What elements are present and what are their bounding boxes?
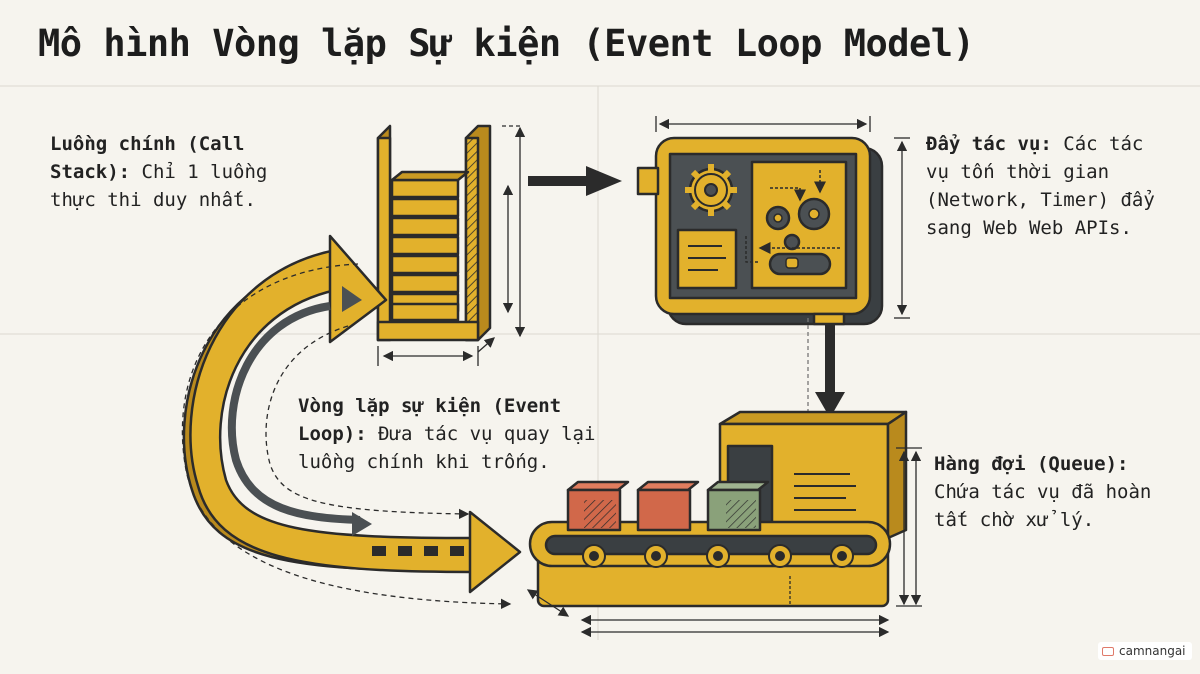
web-apis-label: Đẩy tác vụ: Các tác vụ tốn thời gian (Ne… [926,130,1176,242]
web-apis-heading: Đẩy tác vụ: [926,133,1052,155]
call-stack-label: Luồng chính (Call Stack): Chỉ 1 luồng th… [50,130,300,214]
arrow-to-queue [807,318,845,418]
call-stack-dimensions [377,125,526,366]
web-apis-machine-icon [636,136,884,326]
event-loop-label: Vòng lặp sự kiện (Event Loop): Đưa tác v… [298,392,628,476]
queue-label: Hàng đợi (Queue): Chứa tác vụ đã hoàn tấ… [934,450,1180,534]
queue-text: Chứa tác vụ đã hoàn tất chờ xử lý. [934,481,1152,531]
queued-task-box-orange [636,480,700,532]
event-loop-dashed-guides [181,263,512,610]
arrow-to-web-apis [528,166,622,196]
page-title: Mô hình Vòng lặp Sự kiện (Event Loop Mod… [38,22,975,65]
queued-task-box-green [706,480,770,532]
event-loop-arrow-icon [182,234,522,594]
queue-conveyor-icon [528,410,908,608]
watermark: camnangai [1098,642,1192,660]
queue-heading: Hàng đợi (Queue): [934,453,1129,475]
watermark-logo-icon [1102,646,1114,656]
event-loop-heading: Vòng lặp sự kiện (Event Loop): [298,395,562,445]
call-stack-icon [376,124,492,342]
web-apis-dimensions [655,116,910,319]
web-apis-text: Các tác vụ tốn thời gian (Network, Timer… [926,133,1155,239]
event-loop-text: Đưa tác vụ quay lại luồng chính khi trốn… [298,423,596,473]
watermark-text: camnangai [1119,644,1186,658]
queue-dimensions [526,447,922,638]
call-stack-text: Chỉ 1 luồng thực thi duy nhất. [50,161,268,211]
queued-task-box-red [566,480,630,532]
call-stack-heading: Luồng chính (Call Stack): [50,133,245,183]
